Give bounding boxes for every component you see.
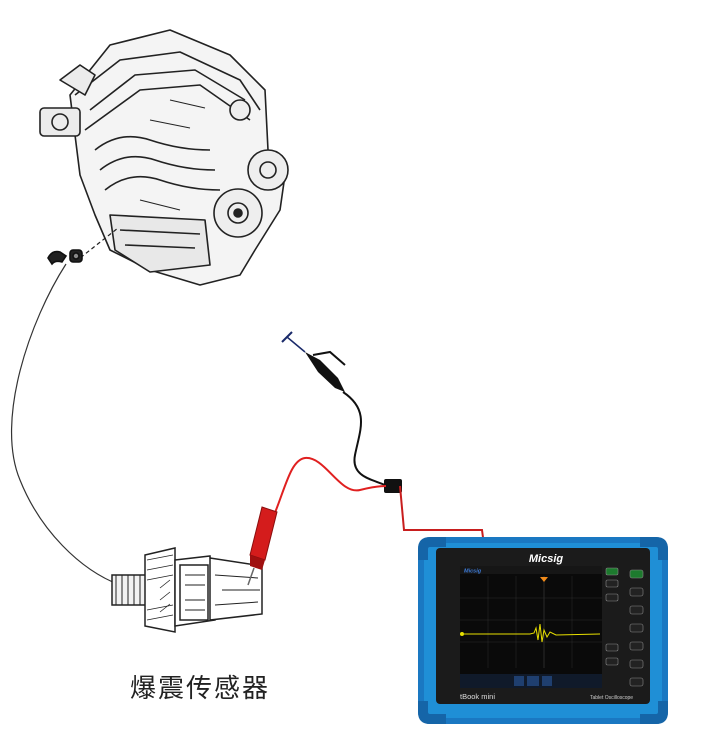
oscilloscope-tablet: Micsig Micsig (418, 537, 668, 724)
probe-ground-wire (342, 391, 389, 488)
scope-subtitle: Tablet Oscilloscope (590, 695, 633, 701)
probe-junction (384, 479, 402, 493)
model-label: tBook mini (460, 692, 495, 701)
knock-sensor-caption: 爆震传感器 (130, 674, 271, 704)
engine-drawing (39, 29, 289, 286)
probe-signal-wire (271, 456, 387, 521)
scope-waveform (464, 623, 601, 643)
brand-logo: Micsig (529, 553, 564, 565)
knock-sensor-drawing (111, 547, 263, 633)
probe-cable-to-scope (399, 485, 485, 546)
side-buttons (605, 567, 644, 687)
scope-grid (460, 576, 602, 668)
probe-ground-clip (281, 331, 346, 392)
sensor-cable (10, 263, 121, 586)
probe-tip (247, 506, 278, 586)
sensor-mount-parts (47, 249, 83, 266)
screen-logo: Micsig (464, 569, 482, 575)
